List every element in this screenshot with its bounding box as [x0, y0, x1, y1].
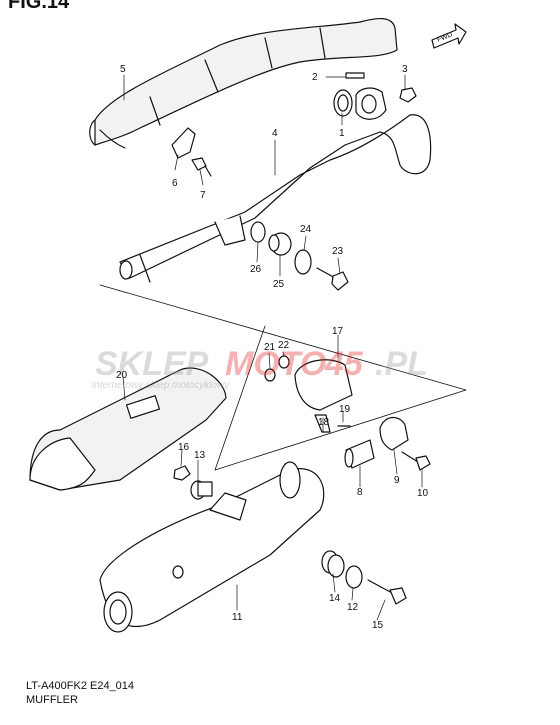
callout-10: 10 [417, 488, 429, 499]
callout-17: 17 [332, 326, 344, 337]
band-18 [314, 414, 331, 433]
callout-22: 22 [278, 340, 290, 351]
diagram-code: LT-A400FK2 E24_014 [26, 680, 135, 692]
callout-1: 1 [339, 128, 345, 139]
callout-3: 3 [402, 64, 408, 75]
figure-title: FIG.14 [8, 0, 70, 13]
cushion-25 [268, 232, 292, 256]
callout-13: 13 [194, 450, 206, 461]
muffler [99, 461, 325, 633]
bolt-23 [316, 267, 349, 291]
callout-23: 23 [332, 246, 344, 257]
callouts: 5 2 3 1 4 6 7 26 25 24 23 17 21 22 20 16… [116, 64, 429, 631]
bolt-10 [401, 451, 431, 471]
watermark: SKLEP MOTO 45 .PL internetowy sklep moto… [92, 345, 428, 391]
callout-26: 26 [250, 264, 262, 275]
washer-21 [264, 368, 276, 382]
callout-7: 7 [200, 190, 206, 201]
clamp-9 [379, 416, 409, 451]
bracket-bolt [191, 157, 212, 177]
gasket [333, 89, 353, 117]
callout-5: 5 [120, 64, 126, 75]
callout-20: 20 [116, 370, 128, 381]
callout-15: 15 [372, 620, 384, 631]
callout-25: 25 [273, 279, 285, 290]
watermark-number: 45 [324, 345, 364, 383]
washer-24 [294, 249, 312, 275]
washer-12 [345, 565, 363, 589]
callout-14: 14 [329, 593, 341, 604]
callout-18: 18 [318, 417, 330, 428]
cushion-14 [321, 550, 345, 578]
callout-9: 9 [394, 475, 400, 486]
callout-16: 16 [178, 442, 190, 453]
callout-2: 2 [312, 72, 318, 83]
callout-12: 12 [347, 602, 359, 613]
callout-24: 24 [300, 224, 312, 235]
heat-shield-lower [29, 367, 227, 491]
callout-19: 19 [339, 404, 351, 415]
diagram-name: MUFFLER [26, 694, 78, 706]
callout-6: 6 [172, 178, 178, 189]
bolt-15 [367, 579, 407, 605]
heat-shield-upper [89, 18, 398, 149]
stud-bolt [345, 72, 365, 79]
bracket [171, 127, 196, 159]
callout-8: 8 [357, 487, 363, 498]
fwd-arrow-icon: FWD [431, 23, 467, 49]
gasket-8 [344, 439, 375, 469]
watermark-pl: .PL [375, 345, 428, 383]
flange-nut [399, 87, 417, 103]
washer-26 [250, 221, 266, 243]
watermark-tagline: internetowy sklep motocyklowy [92, 380, 230, 391]
clamp-17 [294, 359, 353, 411]
exhaust-flange [355, 87, 387, 120]
bushing-13 [190, 480, 213, 500]
watermark-moto: MOTO [225, 345, 326, 383]
watermark-sklep: SKLEP [95, 345, 209, 383]
callout-4: 4 [272, 128, 278, 139]
nut-16 [173, 465, 191, 481]
exhaust-pipe [119, 114, 432, 283]
callout-21: 21 [264, 342, 276, 353]
callout-11: 11 [232, 612, 243, 623]
